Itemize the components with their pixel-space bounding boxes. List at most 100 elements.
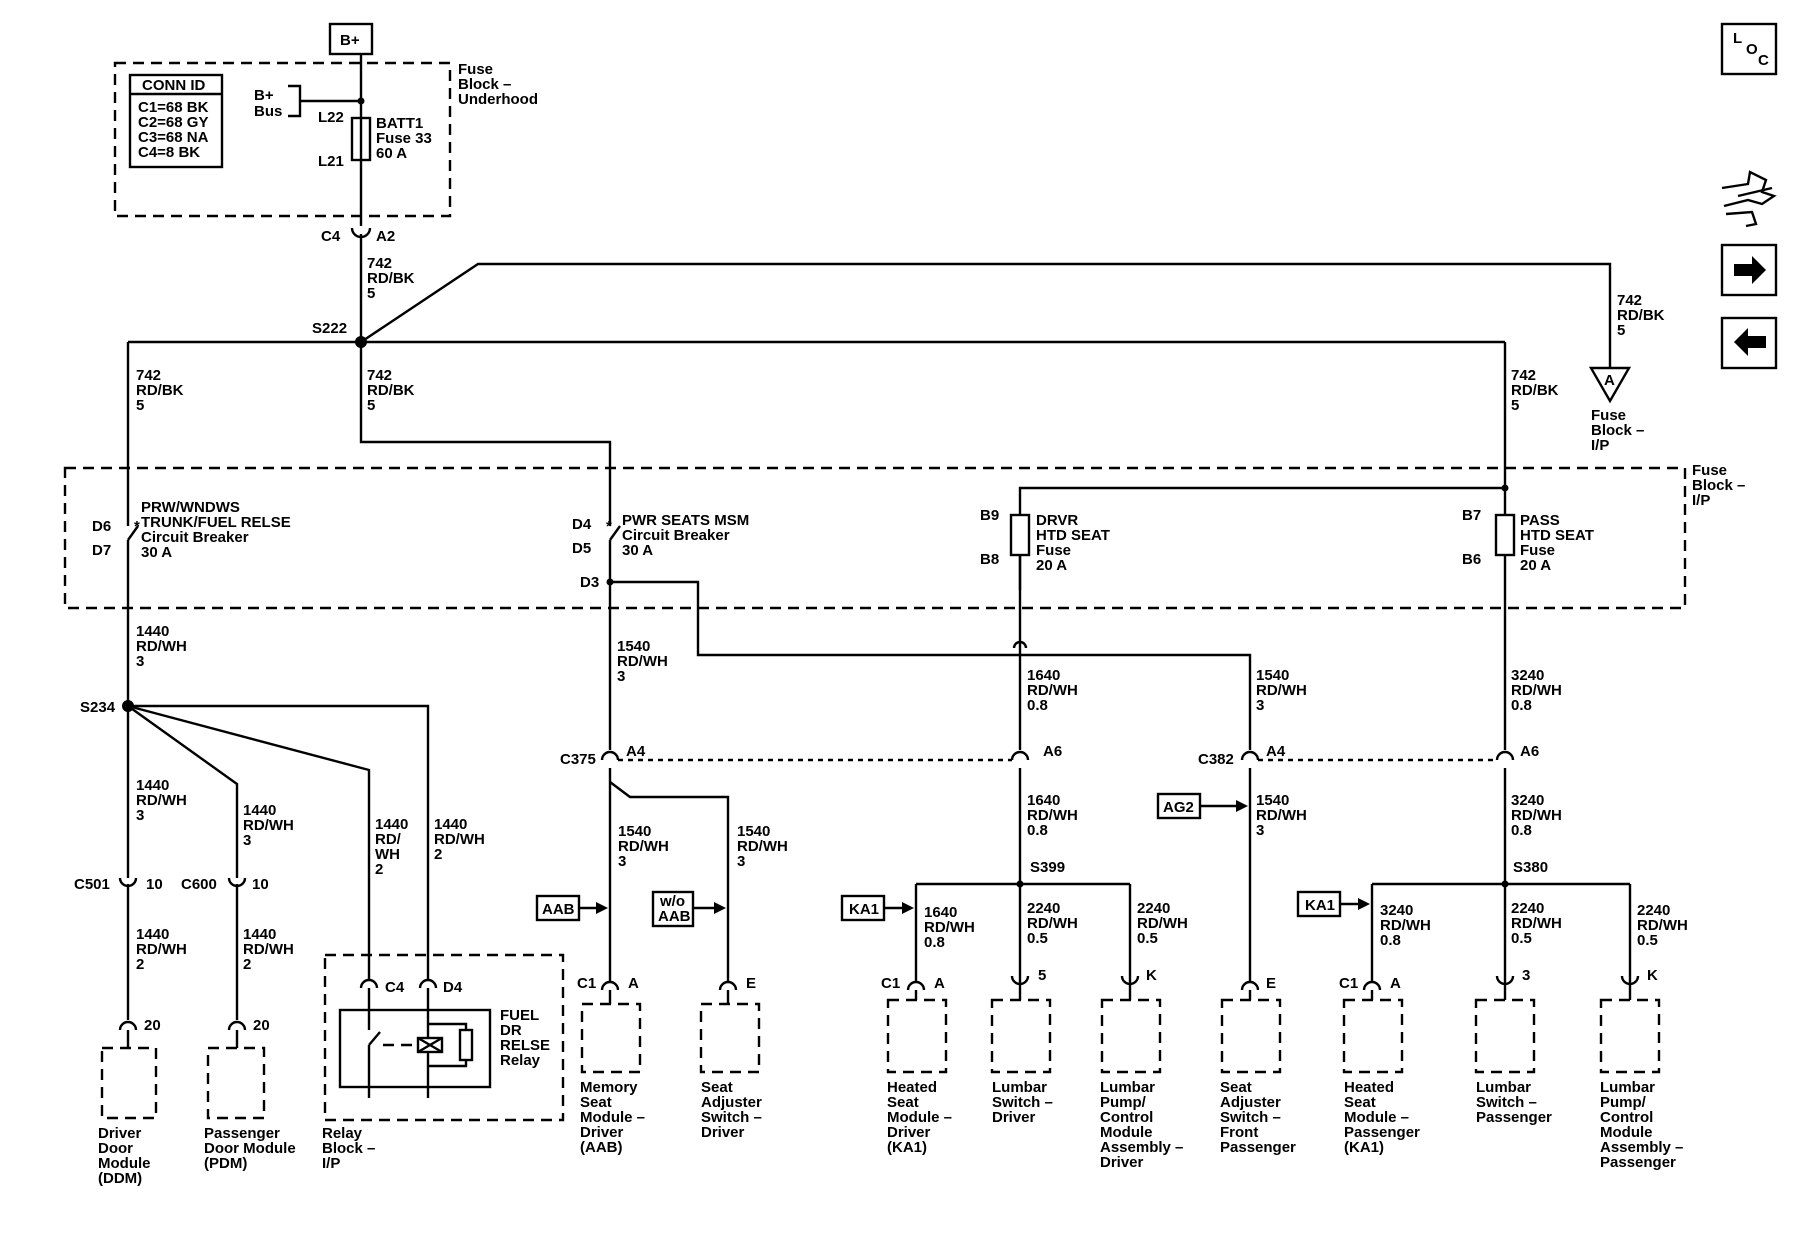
svg-text:5: 5 — [136, 397, 144, 414]
relay-block-ip — [323, 953, 565, 1122]
wo-aab-tag-line1: w/o — [659, 893, 685, 910]
memory-seat-module-label: Memory Seat Module – Driver (AAB) — [580, 1079, 645, 1156]
fuse-ip-ref-letter: A — [1604, 372, 1615, 389]
pin-l21: L21 — [318, 153, 344, 170]
svg-text:Heated: Heated — [1344, 1079, 1394, 1096]
svg-text:RD/WH: RD/WH — [434, 831, 485, 848]
svg-text:1540: 1540 — [737, 823, 770, 840]
svg-text:Module –: Module – — [887, 1109, 952, 1126]
svg-text:1440: 1440 — [243, 802, 276, 819]
svg-text:Lumbar: Lumbar — [1600, 1079, 1655, 1096]
svg-text:1640: 1640 — [1027, 792, 1060, 809]
svg-text:RD/WH: RD/WH — [737, 838, 788, 855]
cb2-pin-d4: D4 — [572, 516, 592, 533]
bplus-box — [328, 22, 374, 56]
lumbar-pump-module-driver — [1100, 998, 1162, 1074]
wire-label-2240-lumbar-sw-drv: 2240 RD/WH 0.5 — [1027, 900, 1078, 947]
svg-text:RD/WH: RD/WH — [1256, 807, 1307, 824]
conn-id-table — [128, 73, 224, 169]
svg-text:Fuse: Fuse — [1520, 542, 1555, 559]
svg-text:Fuse: Fuse — [1591, 407, 1626, 424]
svg-text:PRW/WNDWS: PRW/WNDWS — [141, 499, 240, 516]
relay-d4-label: D4 — [443, 979, 463, 996]
svg-text:(AAB): (AAB) — [580, 1139, 623, 1156]
underhood-fuse-block — [113, 61, 452, 218]
wire-label-1440-pdm: 1440 RD/WH 3 — [243, 802, 294, 849]
underhood-title: Fuse Block – Underhood — [458, 61, 538, 108]
a2-label: A2 — [376, 228, 395, 245]
svg-text:(KA1): (KA1) — [1344, 1139, 1384, 1156]
arrow-left-icon[interactable] — [1720, 316, 1778, 370]
a6-label-drvr: A6 — [1043, 743, 1062, 760]
pdm-label: Passenger Door Module (PDM) — [204, 1125, 296, 1172]
svg-text:Seat: Seat — [1344, 1094, 1376, 1111]
lumbar-pump-driver-label: Lumbar Pump/ Control Module Assembly – D… — [1100, 1079, 1183, 1171]
svg-text:I/P: I/P — [322, 1155, 340, 1172]
svg-text:Assembly –: Assembly – — [1600, 1139, 1683, 1156]
ka1-tag-passenger-label: KA1 — [1305, 897, 1335, 914]
pass-fuse-label: PASS HTD SEAT Fuse 20 A — [1520, 512, 1594, 574]
svg-text:1440: 1440 — [136, 926, 169, 943]
svg-text:20 A: 20 A — [1520, 557, 1551, 574]
svg-text:3: 3 — [617, 668, 625, 685]
relay-d4-connector-icon — [418, 978, 438, 989]
c501-pin: 10 — [146, 876, 163, 893]
batt1-label: BATT1 Fuse 33 60 A — [376, 115, 432, 162]
svg-text:Heated: Heated — [887, 1079, 937, 1096]
wire-label-3240-mid: 3240 RD/WH 0.8 — [1511, 792, 1562, 839]
wire-label-742-mid: 742 RD/BK 5 — [367, 367, 415, 414]
svg-text:C: C — [1758, 52, 1769, 69]
lumbar-switch-passenger-label: Lumbar Switch – Passenger — [1476, 1079, 1552, 1126]
ip-fuse-block — [63, 466, 1687, 610]
svg-text:BATT1: BATT1 — [376, 115, 423, 132]
svg-text:(DDM): (DDM) — [98, 1170, 142, 1187]
svg-text:Fuse: Fuse — [1036, 542, 1071, 559]
svg-text:Driver: Driver — [992, 1109, 1036, 1126]
svg-text:HTD SEAT: HTD SEAT — [1520, 527, 1594, 544]
svg-text:3: 3 — [1256, 822, 1264, 839]
svg-text:Assembly –: Assembly – — [1100, 1139, 1183, 1156]
heated-seat-module-passenger — [1342, 998, 1404, 1074]
svg-text:2240: 2240 — [1637, 902, 1670, 919]
svg-text:2: 2 — [434, 846, 442, 863]
lumbar-pump-drv-pin-k: K — [1146, 967, 1157, 984]
svg-text:1440: 1440 — [243, 926, 276, 943]
wire-label-1640-heated-drv: 1640 RD/WH 0.8 — [924, 904, 975, 951]
memory-seat-module — [580, 1002, 642, 1074]
svg-text:RD/WH: RD/WH — [243, 817, 294, 834]
svg-text:Control: Control — [1600, 1109, 1653, 1126]
svg-text:0.8: 0.8 — [1511, 697, 1532, 714]
svg-text:Pump/: Pump/ — [1100, 1094, 1147, 1111]
svg-text:Switch –: Switch – — [1476, 1094, 1537, 1111]
svg-text:2240: 2240 — [1027, 900, 1060, 917]
svg-text:742: 742 — [367, 367, 392, 384]
wire-label-742-top: 742 RD/BK 5 — [367, 255, 415, 302]
connector-pin-icon[interactable] — [1721, 170, 1777, 228]
svg-text:RD/WH: RD/WH — [1027, 682, 1078, 699]
svg-text:0.8: 0.8 — [1511, 822, 1532, 839]
wire-label-1540-adj-pass: 1540 RD/WH 3 — [1256, 792, 1307, 839]
fuse-ip-ref-triangle — [1588, 366, 1632, 404]
svg-text:RD/WH: RD/WH — [136, 941, 187, 958]
wire-label-1440-relay-c4: 1440 RD/ WH 2 — [375, 816, 408, 878]
lumbar-switch-passenger — [1474, 998, 1536, 1074]
svg-text:1540: 1540 — [1256, 792, 1289, 809]
s234-label: S234 — [80, 699, 116, 716]
svg-text:Relay: Relay — [500, 1052, 541, 1069]
svg-text:5: 5 — [367, 285, 375, 302]
svg-text:RD/BK: RD/BK — [136, 382, 184, 399]
svg-text:Module –: Module – — [580, 1109, 645, 1126]
c382-connector-icon — [1240, 750, 1260, 761]
svg-text:1440: 1440 — [136, 777, 169, 794]
arrow-right-icon[interactable] — [1720, 243, 1778, 297]
svg-text:RD/WH: RD/WH — [617, 653, 668, 670]
svg-text:3: 3 — [618, 853, 626, 870]
svg-text:RD/WH: RD/WH — [136, 638, 187, 655]
memory-pin-c1: C1 — [577, 975, 596, 992]
svg-text:RD/WH: RD/WH — [1511, 682, 1562, 699]
svg-text:RD/WH: RD/WH — [924, 919, 975, 936]
svg-text:RD/WH: RD/WH — [1027, 915, 1078, 932]
loc-button[interactable]: L O C — [1720, 22, 1778, 76]
svg-text:0.8: 0.8 — [924, 934, 945, 951]
svg-text:Adjuster: Adjuster — [1220, 1094, 1281, 1111]
